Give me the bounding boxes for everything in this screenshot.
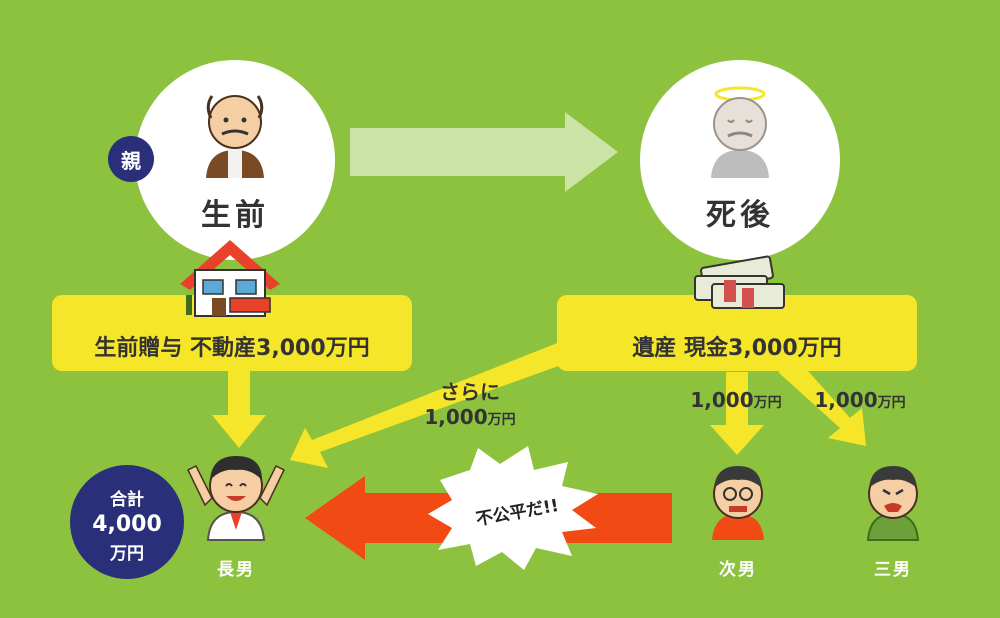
box-gift bbox=[52, 295, 412, 371]
box-estate bbox=[557, 295, 917, 371]
second-son-amount: 1,000 bbox=[690, 388, 754, 412]
second-son-unit: 万円 bbox=[753, 395, 782, 411]
total-badge: 合計 4,000 万円 bbox=[70, 465, 184, 579]
total-amount: 4,000 bbox=[92, 512, 162, 537]
complaint-bubble bbox=[428, 446, 598, 570]
second-son-label: 次男 bbox=[719, 560, 757, 580]
second-son-icon bbox=[712, 466, 764, 540]
third-son-label: 三男 bbox=[874, 560, 912, 580]
extra-flow-amount: 1,000 bbox=[424, 405, 488, 429]
estate-box-label: 遺産 現金3,000万円 bbox=[632, 336, 842, 361]
parent-icon bbox=[206, 95, 264, 178]
money-bundles-icon bbox=[694, 255, 785, 309]
house-icon bbox=[180, 240, 280, 317]
arrow-to-eldest bbox=[212, 360, 266, 448]
eldest-son-icon bbox=[187, 456, 285, 541]
flow-arrows bbox=[212, 340, 866, 468]
total-label: 合計 bbox=[110, 490, 144, 510]
arrow-to-third bbox=[778, 362, 866, 446]
deceased-parent-icon bbox=[711, 86, 769, 178]
third-son-amount-label: 1,000万円 bbox=[800, 388, 920, 412]
gift-box-label: 生前贈与 不動産3,000万円 bbox=[94, 336, 370, 361]
extra-flow-label: さらに 1,000万円 bbox=[395, 376, 545, 429]
eldest-son-label: 長男 bbox=[217, 560, 255, 580]
parent-badge: 親 bbox=[108, 136, 154, 182]
arrow-to-second bbox=[710, 372, 764, 455]
extra-flow-unit: 万円 bbox=[487, 412, 516, 428]
stage-arrow bbox=[350, 112, 618, 192]
stage-after-label: 死後 bbox=[706, 198, 774, 233]
total-unit: 万円 bbox=[110, 544, 144, 564]
second-son-amount-label: 1,000万円 bbox=[676, 388, 796, 412]
arrow-extra bbox=[290, 340, 575, 468]
third-son-amount: 1,000 bbox=[814, 388, 878, 412]
third-son-unit: 万円 bbox=[877, 395, 906, 411]
stage-before-label: 生前 bbox=[201, 198, 269, 233]
third-son-icon bbox=[866, 466, 920, 541]
extra-flow-line1: さらに bbox=[440, 380, 500, 404]
